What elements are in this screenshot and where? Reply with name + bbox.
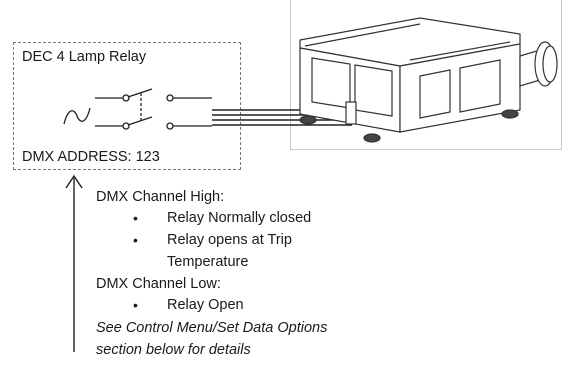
footnote-line-2: section below for details [96,342,251,358]
projector-frame [290,0,562,150]
low-item-1: Relay Open [167,297,244,313]
bullet-icon: • [133,232,138,248]
lamp-relay-box: DEC 4 Lamp Relay DMX ADDRESS: 123 [13,42,241,170]
bullet-icon: • [133,210,138,226]
bullet-icon: • [133,297,138,313]
high-item-1: Relay Normally closed [167,210,312,226]
dmx-high-heading: DMX Channel High: [96,189,225,205]
high-item-2: Relay opens at Trip [167,232,292,248]
dmx-low-heading: DMX Channel Low: [96,276,221,292]
relay-title: DEC 4 Lamp Relay [22,49,147,65]
high-item-3: Temperature [167,254,249,270]
relay-contact-icon [95,88,212,130]
ac-sine-icon [63,107,91,125]
footnote-line-1: See Control Menu/Set Data Options [96,320,328,336]
projector-icon [299,17,558,143]
up-arrow-icon [65,174,83,352]
dmx-address-label: DMX ADDRESS: 123 [22,149,160,165]
